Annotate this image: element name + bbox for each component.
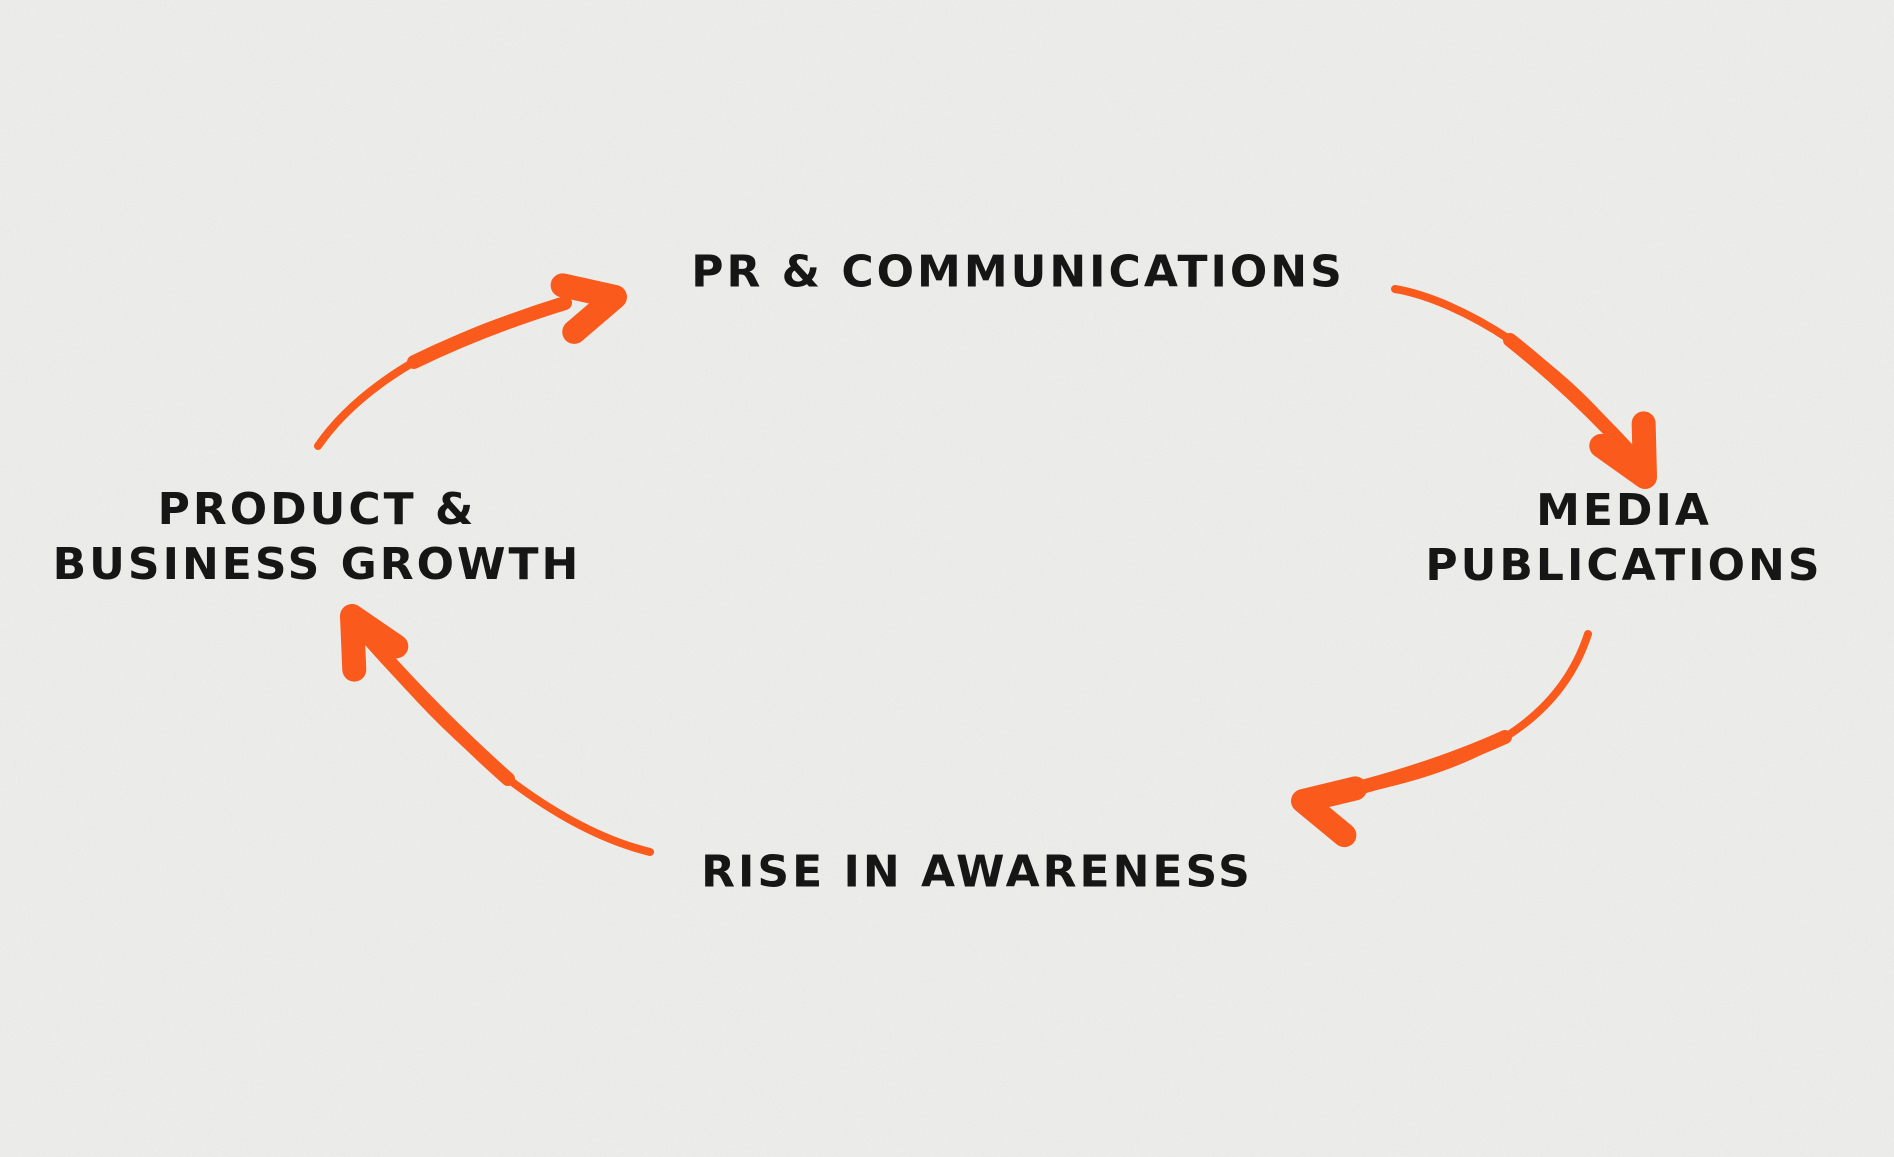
node-label-product-business-growth: PRODUCT & BUSINESS GROWTH: [53, 482, 582, 592]
arrow-pr-to-media: [1391, 285, 1657, 489]
node-label-line: PUBLICATIONS: [1425, 540, 1823, 591]
arrow-media-to-rise: [1291, 630, 1592, 848]
arrow-product-to-pr: [314, 273, 627, 450]
node-label-line: BUSINESS GROWTH: [52, 539, 582, 590]
node-label-line: MEDIA: [1536, 485, 1712, 536]
node-label-line: PRODUCT &: [157, 484, 477, 535]
node-label-pr-communications: PR & COMMUNICATIONS: [691, 246, 1345, 298]
node-label-media-publications: MEDIA PUBLICATIONS: [1425, 483, 1822, 593]
node-label-rise-in-awareness: RISE IN AWARENESS: [701, 846, 1253, 898]
arrow-rise-to-product: [340, 604, 654, 856]
